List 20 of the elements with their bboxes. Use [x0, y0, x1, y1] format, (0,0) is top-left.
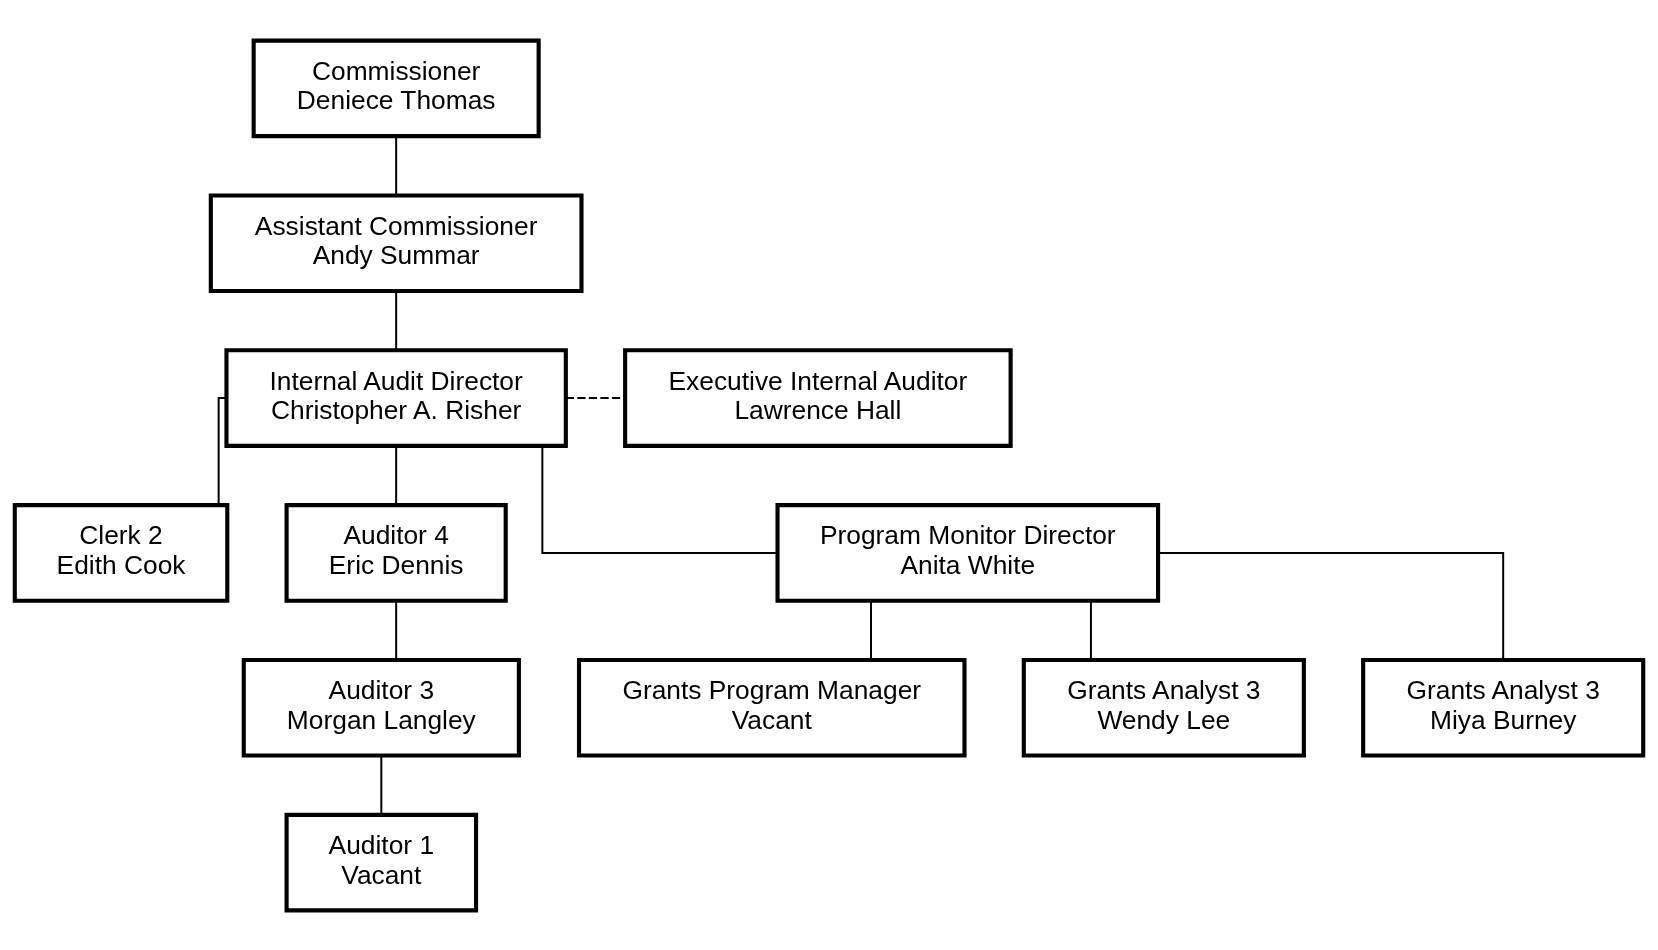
- node-box: Grants Program Manager Vacant: [576, 657, 967, 758]
- node-box: Internal Audit Director Christopher A. Risher: [224, 347, 568, 448]
- node-box: Assistant Commissioner Andy Summar: [208, 192, 584, 293]
- connector: [395, 599, 398, 661]
- node-box: Auditor 3 Morgan Langley: [241, 657, 521, 758]
- connector: [380, 754, 383, 815]
- connector: [395, 135, 398, 196]
- node-box: Grants Analyst 3 Miya Burney: [1361, 657, 1646, 758]
- node-box: Grants Analyst 3 Wendy Lee: [1021, 657, 1306, 758]
- connector: [1089, 599, 1092, 661]
- connector: [217, 396, 228, 506]
- node-box: Executive Internal Auditor Lawrence Hall: [623, 347, 1013, 448]
- node-box: Program Monitor Director Anita White: [775, 502, 1161, 603]
- connector: [870, 599, 872, 661]
- node-box: Auditor 1 Vacant: [284, 812, 479, 912]
- node-box: Commissioner Deniece Thomas: [251, 38, 541, 138]
- node-box: Auditor 4 Eric Dennis: [284, 502, 508, 603]
- node-box: Clerk 2 Edith Cook: [12, 502, 230, 603]
- connector: [1157, 551, 1505, 661]
- connector: [564, 396, 626, 399]
